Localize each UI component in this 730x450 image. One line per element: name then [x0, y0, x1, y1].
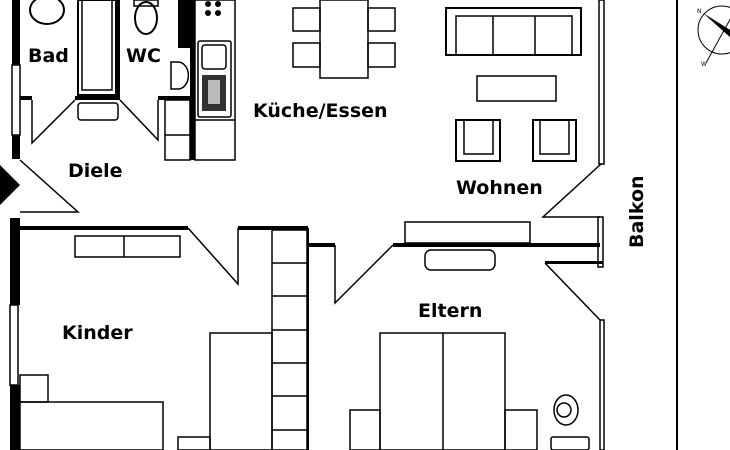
- stove-icon: [205, 1, 221, 16]
- room-label-kinder: Kinder: [62, 322, 133, 344]
- kinder-desk: [74, 235, 181, 258]
- wall-kinder-top: [20, 226, 188, 230]
- bad-door-swing: [31, 99, 76, 145]
- coffee-table: [476, 75, 557, 102]
- chair: [292, 42, 321, 68]
- bathtub-icon: [77, 0, 117, 96]
- kitchen-sink-icon: [197, 40, 232, 118]
- entrance-door-swing: [19, 159, 80, 213]
- compass-icon: N W: [697, 5, 730, 68]
- bad-toilet-icon: [29, 0, 65, 25]
- radiator: [404, 221, 531, 244]
- exterior-wall-left: [9, 0, 21, 450]
- eltern-shelf: [424, 249, 496, 271]
- kitchen-counter: [194, 0, 236, 161]
- wc-door-swing: [119, 99, 159, 142]
- room-label-balkon: Balkon: [626, 175, 648, 248]
- chair: [367, 42, 396, 68]
- wc-sink-icon: [170, 61, 190, 90]
- chair: [367, 7, 396, 32]
- room-label-wohnen: Wohnen: [456, 177, 543, 199]
- armchair: [455, 119, 501, 162]
- nightstand: [504, 409, 538, 450]
- bad-sink-icon: [77, 102, 119, 121]
- kinder-nightstand: [19, 374, 49, 403]
- compass-west-label: W: [701, 61, 707, 68]
- bookshelf: [271, 229, 308, 450]
- room-label-wc: WC: [126, 45, 161, 67]
- cabinet: [164, 99, 191, 161]
- room-label-diele: Diele: [68, 160, 123, 182]
- kinder-bed: [19, 401, 164, 450]
- armchair: [532, 119, 577, 162]
- compass-north-label: N: [697, 8, 702, 15]
- entrance-arrow-icon: [0, 165, 20, 205]
- wc-toilet-icon: [134, 1, 158, 35]
- chair: [292, 7, 321, 32]
- eltern-door-swing: [334, 244, 394, 305]
- dining-table: [319, 0, 369, 79]
- double-bed: [379, 332, 506, 450]
- balcony-wall: [598, 0, 605, 165]
- wall-bad-wc: [115, 0, 120, 100]
- balcony-door-swing: [541, 163, 602, 218]
- nightstand: [349, 409, 381, 450]
- kinder-door-swing: [187, 227, 239, 286]
- plant-icon: [553, 394, 579, 426]
- room-label-kueche-essen: Küche/Essen: [253, 100, 388, 122]
- room-label-bad: Bad: [28, 45, 69, 67]
- kitchen-wall: [190, 0, 195, 160]
- sofa: [445, 7, 582, 56]
- eltern-balcony-door-swing: [544, 262, 601, 321]
- kinder-wardrobe: [209, 332, 273, 450]
- room-label-eltern: Eltern: [418, 300, 482, 322]
- wall-eltern-top: [393, 243, 600, 247]
